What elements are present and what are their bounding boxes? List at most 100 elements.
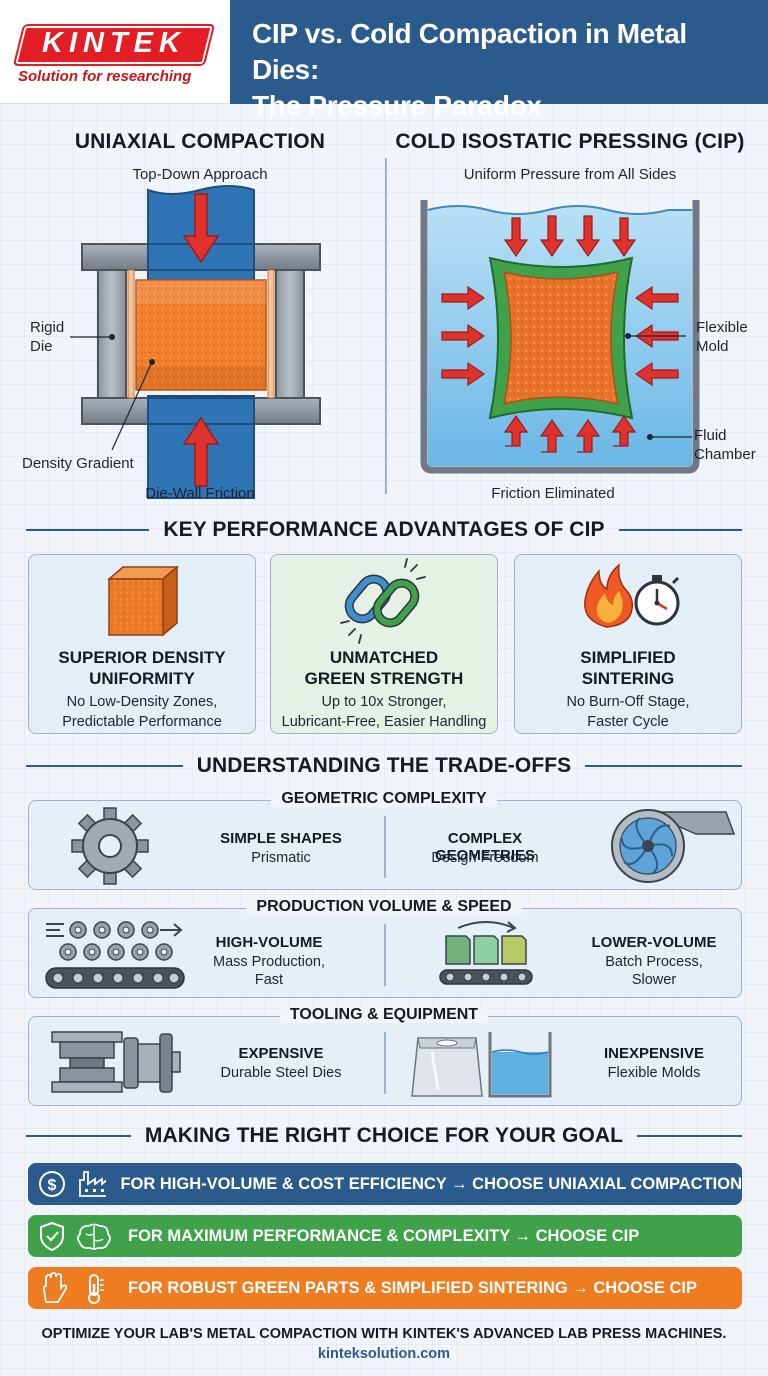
tradeoff-tooling-right-head: INEXPENSIVE <box>603 1045 705 1062</box>
tradeoff-label-text: GEOMETRIC COMPLEXITY <box>271 790 497 807</box>
advantage-card-sintering: SIMPLIFIED SINTERING No Burn-Off Stage, … <box>514 554 742 734</box>
label-density-gradient: Density Gradient <box>22 455 134 472</box>
tradeoff-production-left-sub-line-1: Mass Production, <box>212 954 326 970</box>
advantages-heading-text: KEY PERFORMANCE ADVANTAGES OF CIP <box>163 518 605 541</box>
tradeoff-production-right-head: LOWER-VOLUME <box>591 934 717 951</box>
advantages-heading: KEY PERFORMANCE ADVANTAGES OF CIP <box>26 518 743 542</box>
flexible-mold-icon <box>411 1032 552 1098</box>
tradeoff-label-geometric: GEOMETRIC COMPLEXITY <box>0 790 768 808</box>
footer-cta: OPTIMIZE YOUR LAB'S METAL COMPACTION WIT… <box>41 1326 727 1342</box>
heading-rule-left <box>26 1135 131 1137</box>
kintek-logo[interactable]: KINTEK Solution for researching <box>0 0 230 104</box>
title-banner: CIP vs. Cold Compaction in Metal Dies: T… <box>230 0 768 121</box>
cost-factory-icon: $ <box>39 1171 107 1197</box>
advantage-desc-line-2: Predictable Performance <box>62 714 222 730</box>
advantage-title-line-2: SINTERING <box>581 669 675 688</box>
label-rigid-die: Rigid Die <box>30 318 90 356</box>
advantage-desc-strength: Up to 10x Stronger, Lubricant-Free, Easi… <box>271 692 497 732</box>
advantage-title-sintering: SIMPLIFIED SINTERING <box>515 647 741 689</box>
chain-link-icon <box>340 558 426 644</box>
heading-rule-right <box>618 529 743 531</box>
label-fluid-chamber: Fluid Chamber <box>694 426 764 464</box>
tradeoff-production-left-sub: Mass Production, Fast <box>204 953 334 989</box>
advantage-desc-sintering: No Burn-Off Stage, Faster Cycle <box>515 692 741 732</box>
tradeoff-production-left-sub-line-2: Fast <box>254 972 284 988</box>
choice-text-sintering: FOR ROBUST GREEN PARTS & SIMPLIFIED SINT… <box>128 1278 697 1297</box>
choice-text-uniaxial: FOR HIGH-VOLUME & COST EFFICIENCY → CHOO… <box>120 1174 742 1193</box>
advantage-title-line-1: UNMATCHED <box>329 648 439 667</box>
uniaxial-title: UNIAXIAL COMPACTION <box>74 130 326 153</box>
advantage-desc-density: No Low-Density Zones, Predictable Perfor… <box>29 692 255 732</box>
heading-rule-right <box>637 1135 742 1137</box>
choice-bar-performance[interactable]: FOR MAXIMUM PERFORMANCE & COMPLEXITY → C… <box>28 1215 742 1257</box>
choices-heading: MAKING THE RIGHT CHOICE FOR YOUR GOAL <box>26 1124 742 1148</box>
label-die-wall-friction: Die-Wall Friction <box>145 485 255 502</box>
cube-icon <box>106 565 180 637</box>
shield-brain-icon <box>40 1221 111 1252</box>
advantage-desc-line-1: No Burn-Off Stage, <box>566 694 690 710</box>
advantage-desc-line-1: No Low-Density Zones, <box>66 694 218 710</box>
tradeoff-divider <box>384 1032 386 1094</box>
advantage-desc-line-1: Up to 10x Stronger, <box>321 694 447 710</box>
tradeoffs-heading: UNDERSTANDING THE TRADE-OFFS <box>26 754 743 778</box>
turbine-icon <box>611 809 736 883</box>
tradeoffs-heading-text: UNDERSTANDING THE TRADE-OFFS <box>196 754 572 777</box>
choice-bar-uniaxial[interactable]: $ FOR HIGH-VOLUME & COST EFFICIENCY → CH… <box>28 1163 742 1205</box>
page-title-line-2: The Pressure Paradox <box>252 90 542 121</box>
tradeoff-geometric-right-sub: Design Freedom <box>431 850 539 866</box>
advantage-title-line-2: GREEN STRENGTH <box>304 669 464 688</box>
advantage-card-density: SUPERIOR DENSITY UNIFORMITY No Low-Densi… <box>28 554 256 734</box>
choices-heading-text: MAKING THE RIGHT CHOICE FOR YOUR GOAL <box>144 1124 624 1147</box>
advantage-title-density: SUPERIOR DENSITY UNIFORMITY <box>29 647 255 689</box>
advantage-title-line-2: UNIFORMITY <box>89 669 195 688</box>
logo-text: KINTEK <box>42 27 186 59</box>
choice-bar-sintering[interactable]: FOR ROBUST GREEN PARTS & SIMPLIFIED SINT… <box>28 1267 742 1309</box>
comparison-divider <box>385 158 387 494</box>
tradeoff-production-right-sub-line-1: Batch Process, <box>605 954 703 970</box>
advantage-desc-line-2: Lubricant-Free, Easier Handling <box>281 714 487 730</box>
heading-rule-left <box>26 529 150 531</box>
tradeoff-divider <box>384 816 386 878</box>
advantage-title-line-1: SIMPLIFIED <box>580 648 676 667</box>
label-friction-eliminated: Friction Eliminated <box>491 485 615 502</box>
advantage-card-strength: UNMATCHED GREEN STRENGTH Up to 10x Stron… <box>270 554 498 734</box>
label-flexible-mold: Flexible Mold <box>696 318 762 356</box>
logo-tagline: Solution for researching <box>18 68 192 85</box>
tradeoff-tooling-right-sub: Flexible Molds <box>607 1065 701 1081</box>
gear-icon <box>71 807 149 885</box>
steel-die-icon <box>51 1031 181 1093</box>
tradeoff-geometric-left-sub: Prismatic <box>251 850 311 866</box>
advantage-title-strength: UNMATCHED GREEN STRENGTH <box>271 647 497 689</box>
label-flexible-mold-line-1: Flexible <box>696 319 748 336</box>
cip-subtitle: Uniform Pressure from All Sides <box>463 166 677 183</box>
tradeoff-geometric-left-head: SIMPLE SHAPES <box>220 830 342 847</box>
hand-thermometer-icon <box>42 1272 104 1304</box>
page-title-line-1: CIP vs. Cold Compaction in Metal Dies: <box>252 18 687 85</box>
conveyor-gears-icon <box>45 921 185 989</box>
tradeoff-divider <box>384 924 386 986</box>
tradeoff-label-text: PRODUCTION VOLUME & SPEED <box>246 898 522 915</box>
tradeoff-tooling-left-head: EXPENSIVE <box>238 1045 324 1062</box>
label-rigid-die-line-1: Rigid <box>30 319 65 336</box>
header: KINTEK Solution for researching CIP vs. … <box>0 0 768 121</box>
advantage-title-line-1: SUPERIOR DENSITY <box>58 648 226 667</box>
tradeoff-label-text: TOOLING & EQUIPMENT <box>279 1006 489 1023</box>
tradeoff-label-production: PRODUCTION VOLUME & SPEED <box>0 898 768 916</box>
uniaxial-diagram <box>70 185 321 499</box>
tradeoff-production-left-head: HIGH-VOLUME <box>215 934 323 951</box>
label-rigid-die-line-2: Die <box>30 338 53 355</box>
batch-process-icon <box>439 921 533 985</box>
uniaxial-subtitle: Top-Down Approach <box>132 166 268 183</box>
cip-diagram <box>420 200 700 474</box>
tradeoff-geometric-right-head: COMPLEX GEOMETRIES <box>434 830 535 864</box>
tradeoff-label-tooling: TOOLING & EQUIPMENT <box>0 1006 768 1024</box>
label-fluid-chamber-line-2: Chamber <box>694 446 756 463</box>
cip-title: COLD ISOSTATIC PRESSING (CIP) <box>395 130 745 153</box>
label-fluid-chamber-line-1: Fluid <box>694 427 727 444</box>
advantage-desc-line-2: Faster Cycle <box>587 714 669 730</box>
footer-website-link[interactable]: kinteksolution.com <box>317 1346 451 1362</box>
label-flexible-mold-line-2: Mold <box>696 338 729 355</box>
svg-text:$: $ <box>48 1177 57 1194</box>
flame-stopwatch-icon <box>584 563 680 628</box>
heading-rule-left <box>26 765 183 767</box>
